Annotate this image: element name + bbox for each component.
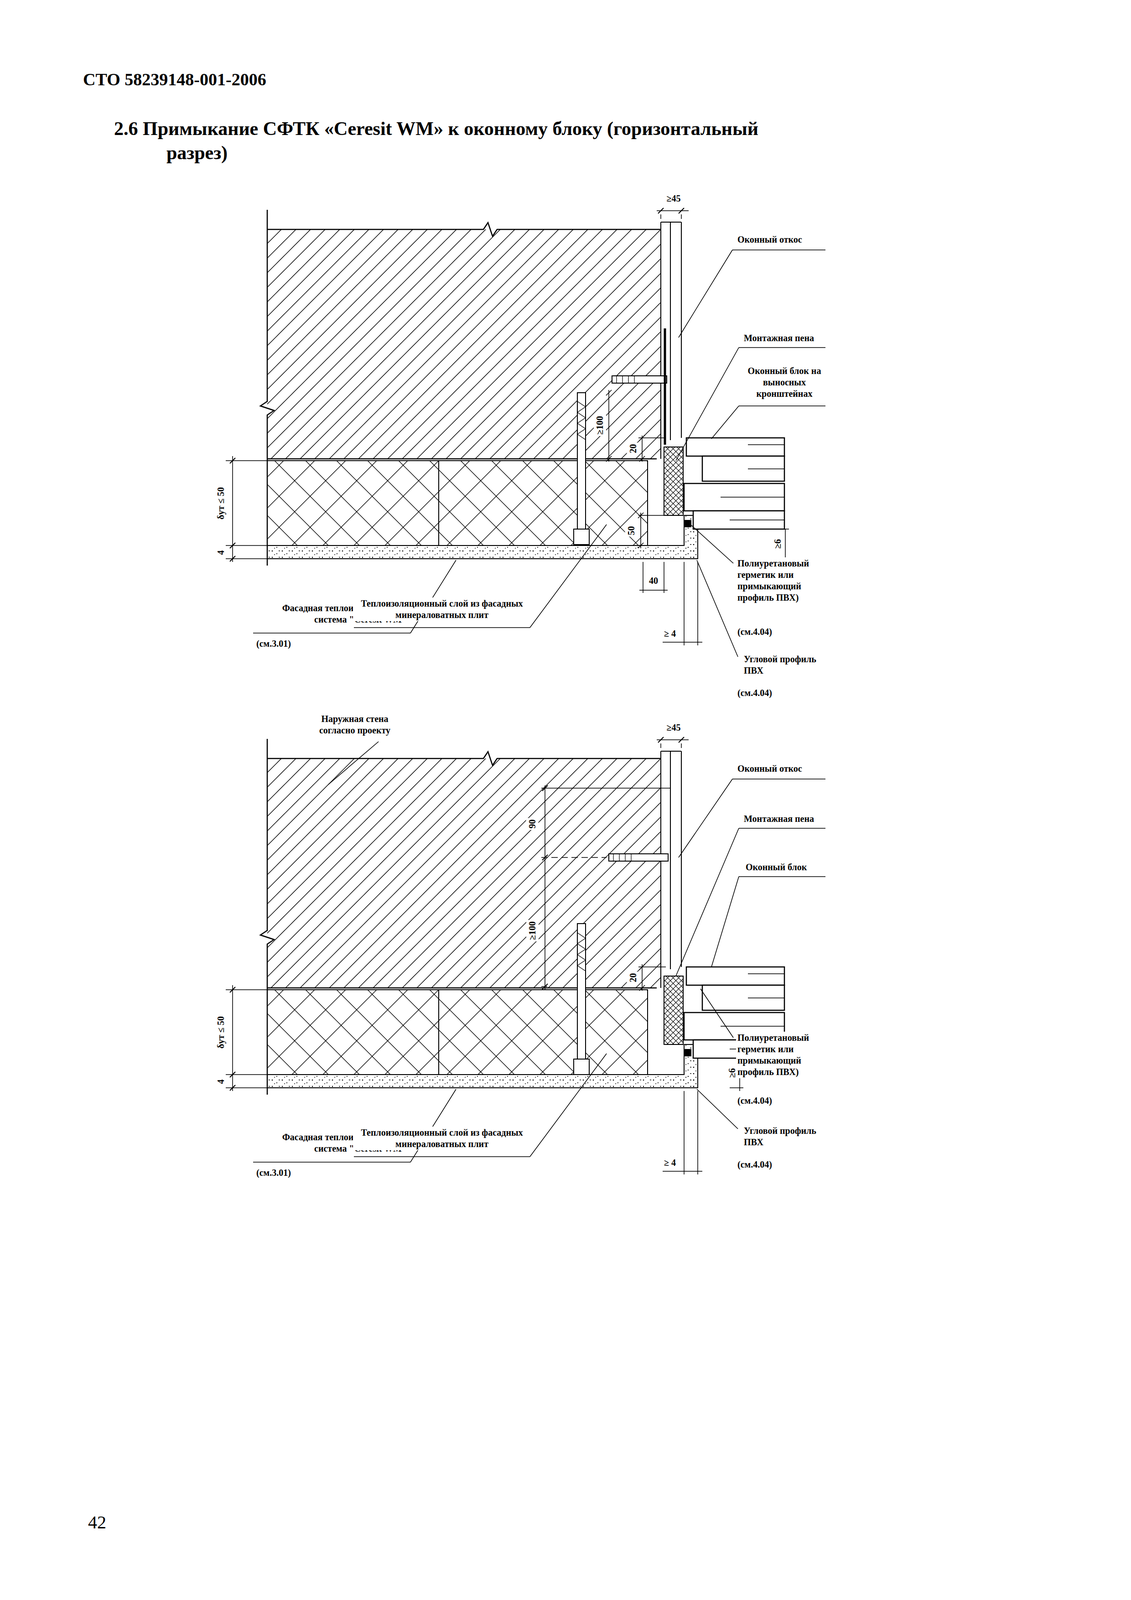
callout-label: Полиуретановый герметик или примыкающий … [736, 1031, 837, 1079]
reference-note: (см.3.01) [254, 1166, 293, 1179]
reference-note: (см.4.04) [736, 625, 774, 639]
dimension: δут ≤ 50 [214, 485, 228, 521]
callout-label: Теплоизоляционный слой из фасадных минер… [352, 1126, 531, 1151]
callout-label: Оконный откос [736, 762, 804, 775]
dimension: 20 [627, 971, 640, 984]
callout-label: Оконный блок на выносных кронштейнах [739, 364, 830, 400]
page-number: 42 [86, 1510, 108, 1535]
document-code: СТО 58239148-001-2006 [81, 68, 268, 92]
dimension: ≥45 [665, 192, 683, 205]
dimension: ≥45 [665, 721, 683, 734]
callout-label: Угловой профиль ПВХ [742, 1124, 837, 1149]
callout-label: Оконный откос [736, 233, 804, 246]
reference-note: (см.4.04) [736, 1094, 774, 1107]
dimension: 50 [625, 524, 638, 537]
dimension: 4 [214, 1077, 228, 1085]
reference-note: (см.4.04) [736, 686, 774, 700]
dimension: 40 [647, 574, 660, 587]
dimension: δут ≤ 50 [214, 1014, 228, 1050]
reference-note: (см.4.04) [736, 1158, 774, 1171]
callout-label: Наружная стена согласно проекту [303, 712, 407, 737]
dimension: 4 [214, 548, 228, 556]
dimension: ≥6 [771, 537, 784, 550]
reference-note: (см.3.01) [254, 637, 293, 650]
callout-label: Монтажная пена [742, 812, 816, 825]
dimension: ≥100 [593, 414, 606, 436]
callout-label: Оконный блок [744, 861, 809, 874]
dimension: ≥100 [525, 919, 539, 942]
callout-label: Монтажная пена [742, 332, 816, 345]
callout-label: Угловой профиль ПВХ [742, 653, 837, 677]
callout-label: Теплоизоляционный слой из фасадных минер… [352, 597, 531, 622]
callout-label: Полиуретановый герметик или примыкающий … [736, 557, 837, 604]
section-title: 2.6 Примыкание СФТК «Ceresit WM» к оконн… [114, 116, 770, 166]
dimension: 20 [627, 442, 640, 455]
dimension: ≥ 4 [662, 1156, 678, 1169]
dimension: 90 [526, 817, 539, 830]
dimension: ≥ 4 [662, 627, 678, 640]
